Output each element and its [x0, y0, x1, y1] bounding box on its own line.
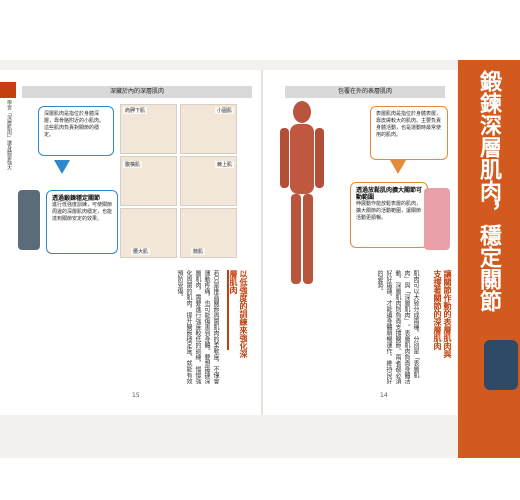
- athlete-photo: [484, 340, 518, 390]
- anatomy-thumbnail: 腰大肌: [120, 208, 177, 258]
- right-heading: 讓關節作動的表層肌肉與支撐著關節的深層肌肉: [433, 270, 452, 358]
- anatomy-thumbnail: 髂肌: [180, 208, 237, 258]
- person-photo: [18, 190, 40, 250]
- anatomy-thumbnail: 腹橫肌: [120, 156, 177, 206]
- deep-train-card: 透過鍛鍊穩定關節 進行低強度訓練，可使關節周邊的深層肌肉穩定，也能達到關節安定的…: [46, 190, 118, 254]
- anatomy-thumbnail: 小圓肌: [180, 104, 237, 154]
- down-arrow-icon: [390, 160, 406, 174]
- left-page-number: 15: [132, 392, 140, 399]
- stretching-person-photo: [424, 188, 450, 250]
- side-label: 學習「深層肌肉」讓身體更強大: [6, 100, 12, 170]
- chapter-side-tab: [0, 82, 16, 98]
- anatomy-thumbnail: 棘上肌: [180, 156, 237, 206]
- down-arrow-icon: [54, 160, 70, 174]
- muscle-figure: [280, 101, 324, 284]
- right-page-number: 14: [380, 392, 388, 399]
- book-gutter: [261, 70, 264, 415]
- outer-muscle-card: 表層肌肉是指位於身體表層，靠皮膚較大的肌肉。主要負責身體活動，也是運動時最常使用…: [370, 106, 448, 160]
- right-body-text: 肌肉可以大致分成兩種，分別是「表層肌肉」與「深層肌肉」。表層肌肉負責身體活動，深…: [376, 270, 419, 384]
- chapter-title: 鍛鍊深層肌肉，穩定關節: [476, 70, 502, 312]
- deep-muscle-section-bar: 深藏於內的深層肌肉: [22, 86, 252, 98]
- heading-accent: [227, 270, 229, 350]
- outer-muscle-section-bar: 包覆在外的表層肌肉: [285, 86, 445, 98]
- outer-train-card: 透過放鬆肌肉擴大關節可動範圍 伸展動作能放鬆表層的肌肉，擴大關節的活動範圍，讓關…: [350, 182, 428, 248]
- chapter-cover-panel: [458, 60, 520, 458]
- deep-muscle-intro-card: 深層肌肉是指位於身體深層，靠骨骼附近的小肌肉。這些肌肉負責對關節的穩定。: [38, 106, 114, 156]
- left-body-text: 若只是推高關節周圍肌肉的柔軟度，不僅會運動疼痛，也可能傷害到身體。要想鍛鍊深層肌…: [176, 270, 219, 384]
- anatomy-thumbnail: 肩胛下肌: [120, 104, 177, 154]
- left-heading: 以低強度的訓練來強化深層肌肉: [229, 270, 248, 358]
